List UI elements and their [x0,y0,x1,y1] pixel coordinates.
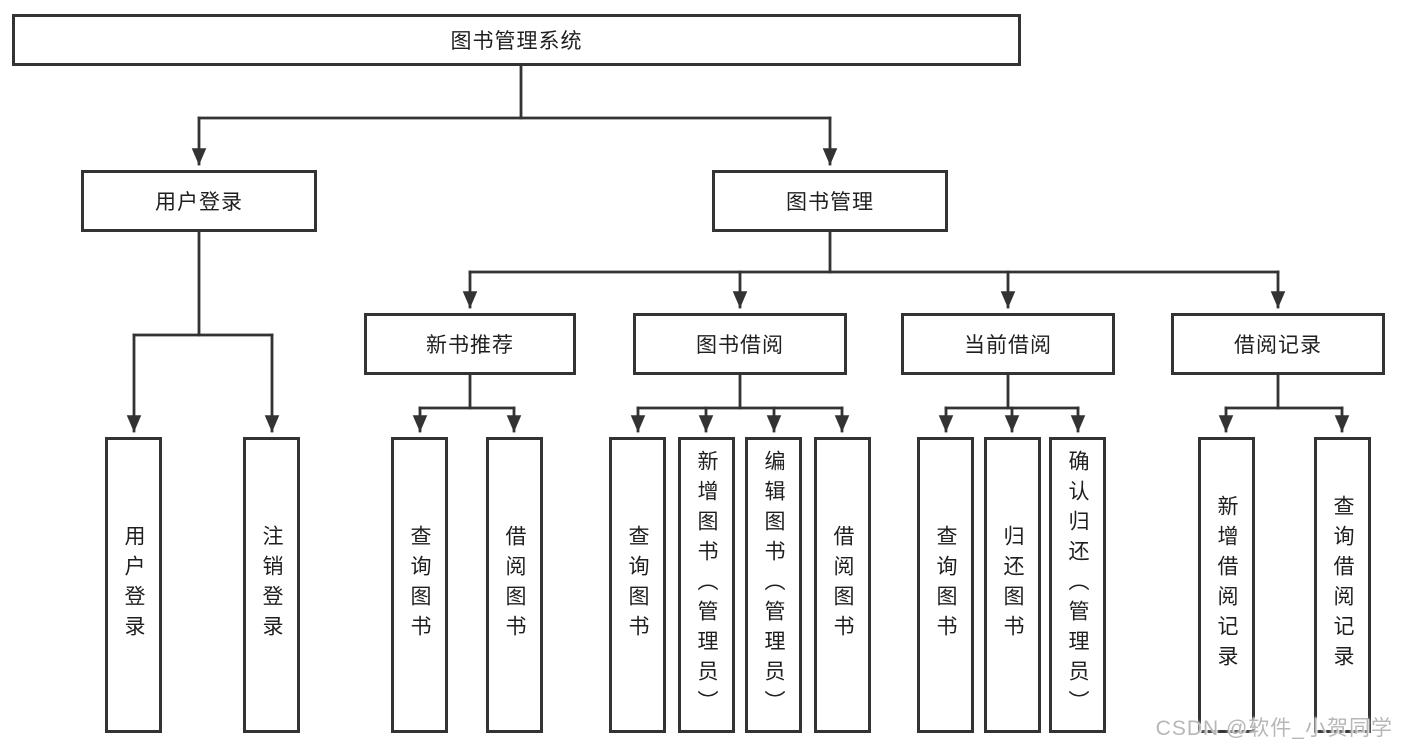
leaf-label: 新增借阅记录 [1215,495,1238,675]
csdn-watermark: CSDN @软件_小贺同学 [1155,717,1393,740]
leaf-label: 注销登录 [260,525,283,645]
leaf-label: 查询图书 [934,525,957,645]
node-book-borrow: 图书借阅 [633,313,847,375]
leaf-return-book: 归还图书 [984,437,1041,733]
leaf-label: 归还图书 [1001,525,1024,645]
leaf-query-books-borrow: 查询图书 [609,437,666,733]
node-new-book-recommend: 新书推荐 [364,313,576,375]
node-user-login: 用户登录 [81,170,317,232]
leaf-label: 编辑图书（管理员） [762,450,785,720]
leaf-logout: 注销登录 [243,437,300,733]
leaf-add-borrow-record: 新增借阅记录 [1198,437,1255,733]
leaf-borrow-books-recommend: 借阅图书 [486,437,543,733]
leaf-add-book-admin: 新增图书（管理员） [678,437,735,733]
leaf-query-books-current: 查询图书 [917,437,974,733]
node-borrow-records: 借阅记录 [1171,313,1385,375]
leaf-query-borrow-record: 查询借阅记录 [1314,437,1371,733]
node-root: 图书管理系统 [12,14,1021,66]
leaf-edit-book-admin: 编辑图书（管理员） [745,437,802,733]
leaf-label: 借阅图书 [503,525,526,645]
leaf-label: 确认归还（管理员） [1066,450,1089,720]
leaf-label: 查询图书 [408,525,431,645]
node-current-borrow: 当前借阅 [901,313,1115,375]
node-book-management: 图书管理 [712,170,948,232]
leaf-user-login: 用户登录 [105,437,162,733]
leaf-label: 新增图书（管理员） [695,450,718,720]
leaf-label: 查询图书 [626,525,649,645]
leaf-query-books-recommend: 查询图书 [391,437,448,733]
leaf-label: 用户登录 [122,525,145,645]
leaf-label: 借阅图书 [831,525,854,645]
leaf-borrow-books-borrow: 借阅图书 [814,437,871,733]
leaf-label: 查询借阅记录 [1331,495,1354,675]
leaf-confirm-return-admin: 确认归还（管理员） [1049,437,1106,733]
